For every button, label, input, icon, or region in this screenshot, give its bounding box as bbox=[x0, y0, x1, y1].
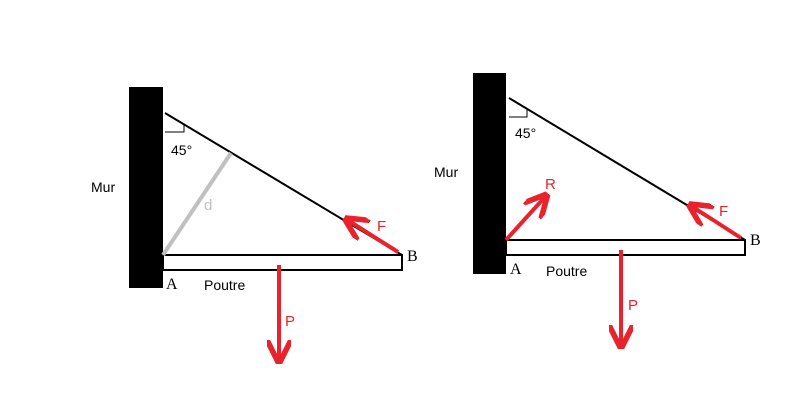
right-force-f-arrow bbox=[693, 207, 743, 240]
right-wall-label: Mur bbox=[434, 164, 458, 180]
right-beam bbox=[505, 239, 746, 256]
left-distance-label: d bbox=[204, 197, 212, 214]
right-point-a-label: A bbox=[510, 261, 522, 278]
right-point-b-label: B bbox=[750, 232, 761, 249]
left-beam bbox=[162, 254, 403, 271]
left-distance-line bbox=[161, 151, 233, 257]
right-force-r-arrow bbox=[504, 198, 544, 242]
left-wall bbox=[129, 87, 163, 288]
left-force-f-label: F bbox=[377, 218, 386, 235]
left-beam-label: Poutre bbox=[204, 277, 245, 293]
right-force-f-label: F bbox=[719, 203, 728, 220]
left-force-f-arrow bbox=[349, 221, 400, 254]
right-force-p-label: P bbox=[628, 297, 638, 314]
right-angle-label: 45° bbox=[515, 125, 536, 141]
left-force-p-label: P bbox=[285, 313, 295, 330]
left-wall-label: Mur bbox=[91, 179, 115, 195]
right-wall bbox=[473, 73, 506, 274]
left-right-angle-marker bbox=[165, 125, 185, 133]
right-force-r-label: R bbox=[545, 176, 556, 193]
right-right-angle-marker bbox=[509, 110, 528, 118]
left-angle-label: 45° bbox=[171, 142, 192, 158]
left-point-b-label: B bbox=[407, 248, 418, 265]
right-beam-label: Poutre bbox=[546, 263, 587, 279]
left-diagram: Mur 45° d A B Poutre F P bbox=[91, 87, 418, 358]
right-diagram: Mur 45° R A B Poutre F P bbox=[434, 73, 761, 343]
left-point-a-label: A bbox=[166, 276, 178, 293]
